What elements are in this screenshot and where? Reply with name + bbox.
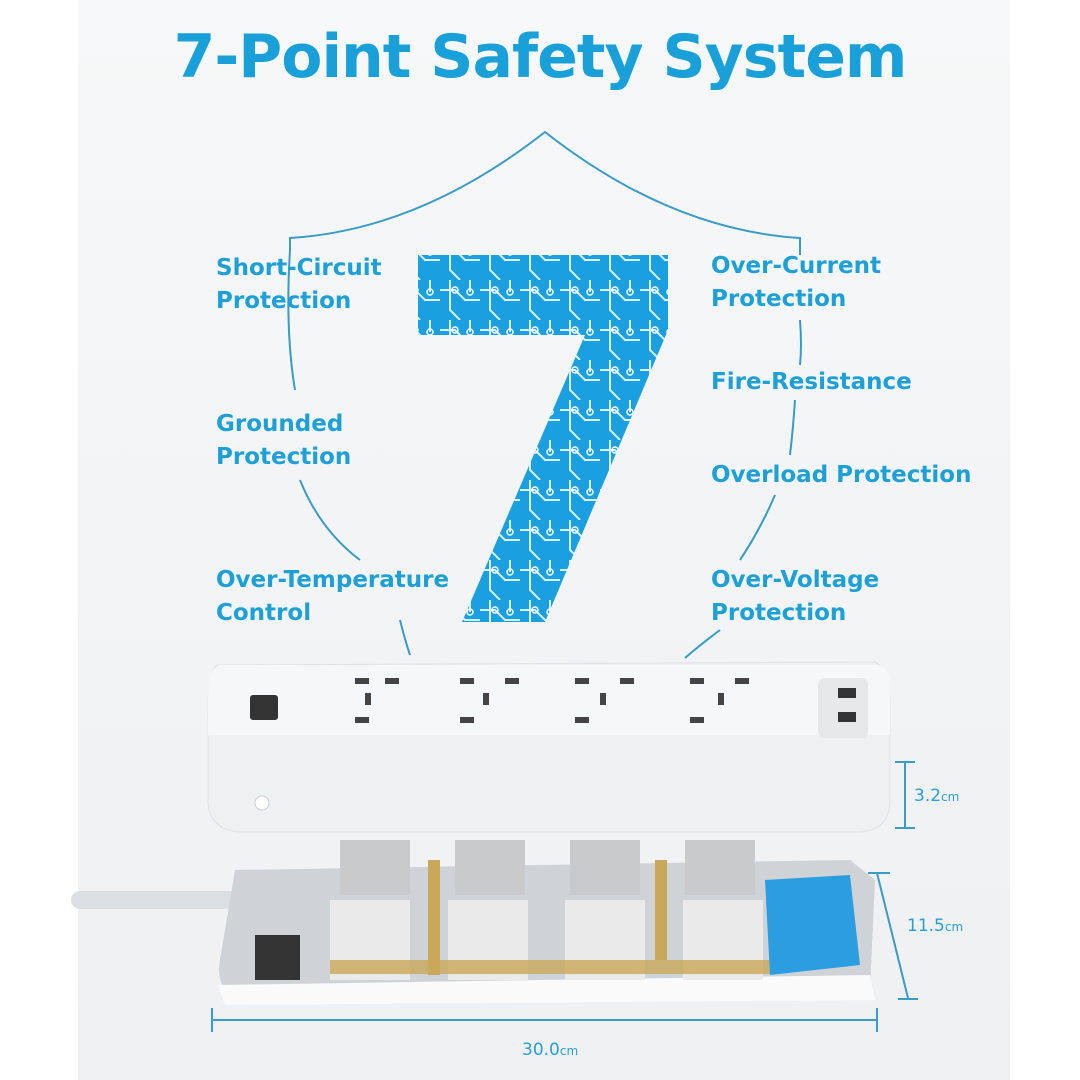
depth-dimension: 11.5cm	[907, 916, 963, 936]
shield-outline	[289, 130, 801, 250]
height-value: 3.2	[914, 786, 942, 806]
width-unit: cm	[559, 1044, 579, 1058]
depth-value: 11.5	[907, 916, 945, 936]
height-unit: cm	[941, 790, 960, 804]
feature-fire-resistance: Fire-Resistance	[711, 369, 912, 395]
shield-right-side	[684, 250, 802, 659]
width-dimension: 30.0cm	[522, 1040, 578, 1060]
height-dimension: 3.2cm	[914, 786, 959, 806]
feature-grounded: Grounded Protection	[216, 411, 352, 470]
dimension-lines	[211, 761, 918, 1032]
width-value: 30.0	[522, 1040, 560, 1060]
feature-short-circuit: Short-Circuit Protection	[216, 255, 382, 314]
depth-unit: cm	[944, 920, 964, 934]
number-seven-circuit	[418, 255, 668, 622]
page-title: 7-Point Safety System	[173, 22, 908, 92]
feature-over-current: Over-Current Protection	[711, 253, 881, 312]
power-strip-lid	[207, 661, 891, 833]
power-strip-internals	[71, 840, 875, 1005]
feature-over-voltage: Over-Voltage Protection	[711, 567, 880, 626]
feature-over-temperature: Over-Temperature Control	[216, 567, 450, 626]
switch	[250, 695, 278, 720]
shield-left-side	[287, 249, 411, 656]
feature-overload: Overload Protection	[711, 462, 972, 488]
